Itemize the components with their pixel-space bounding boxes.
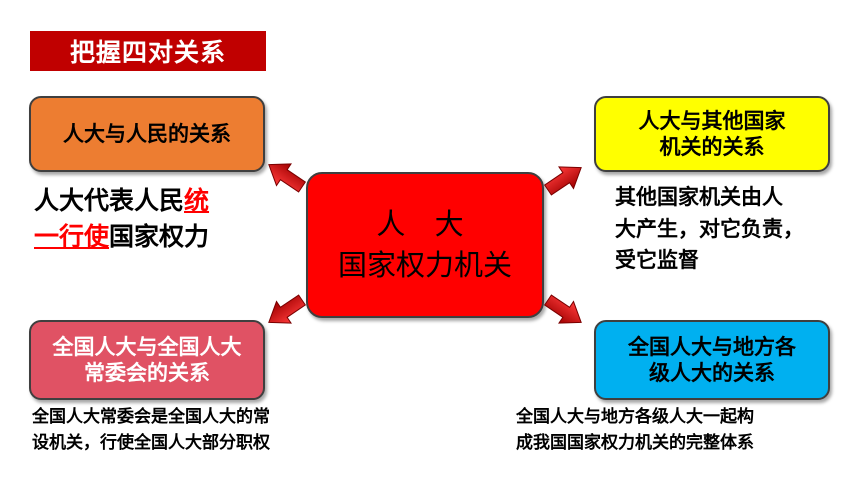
node-other-organs-label-line1: 人大与其他国家 [638, 108, 786, 133]
arrow-down-left-icon [261, 288, 310, 334]
node-local-congress-relation: 全国人大与地方各 级人大的关系 [594, 320, 830, 400]
arrow-down-right-icon [540, 288, 589, 334]
arrow-up-left-icon [261, 153, 310, 199]
desc-bl-line2: 设机关，行使全国人大部分职权 [32, 432, 270, 453]
desc-standing-committee-relation: 全国人大常委会是全国人大的常 设机关，行使全国人大部分职权 [32, 405, 352, 456]
center-line1: 人 大 [376, 207, 474, 242]
desc-local-congress-relation: 全国人大与地方各级人大一起构 成我国国家权力机关的完整体系 [516, 405, 846, 456]
node-other-organs-relation: 人大与其他国家 机关的关系 [594, 96, 830, 172]
desc-tr-line3: 受它监督 [615, 248, 699, 272]
desc-tr-line1: 其他国家机关由人 [615, 185, 783, 209]
desc-tr-line2: 大产生，对它负责， [615, 216, 804, 241]
desc-tl-highlight2: 一行使 [34, 222, 110, 252]
desc-other-organs-relation: 其他国家机关由人 大产生，对它负责， 受它监督 [615, 182, 855, 277]
node-other-organs-label-line2: 机关的关系 [659, 135, 765, 159]
node-people-relation: 人大与人民的关系 [29, 96, 265, 172]
desc-tl-highlight1: 统 [184, 186, 210, 215]
desc-br-line2: 成我国国家权力机关的完整体系 [516, 432, 754, 453]
desc-br-line1: 全国人大与地方各级人大一起构 [516, 407, 754, 427]
node-standing-committee-relation: 全国人大与全国人大常委会的关系 [29, 320, 265, 400]
arrow-up-right-icon [540, 156, 589, 202]
node-local-congress-label-line1: 全国人大与地方各 [628, 334, 796, 359]
desc-tl-part1: 人大代表人民 [34, 186, 185, 215]
node-standing-committee-label: 全国人大与全国人大常委会的关系 [52, 334, 242, 385]
slide-title: 把握四对关系 [30, 31, 266, 71]
node-center-npc: 人 大 国家权力机关 [306, 172, 544, 318]
center-line2: 国家权力机关 [337, 248, 512, 282]
node-people-relation-label: 人大与人民的关系 [63, 121, 231, 146]
node-local-congress-label-line2: 级人大的关系 [649, 361, 775, 385]
desc-bl-line1: 全国人大常委会是全国人大的常 [32, 407, 270, 427]
desc-people-relation: 人大代表人民统 一行使国家权力 [34, 183, 274, 256]
desc-tl-part2: 国家权力 [109, 222, 210, 252]
